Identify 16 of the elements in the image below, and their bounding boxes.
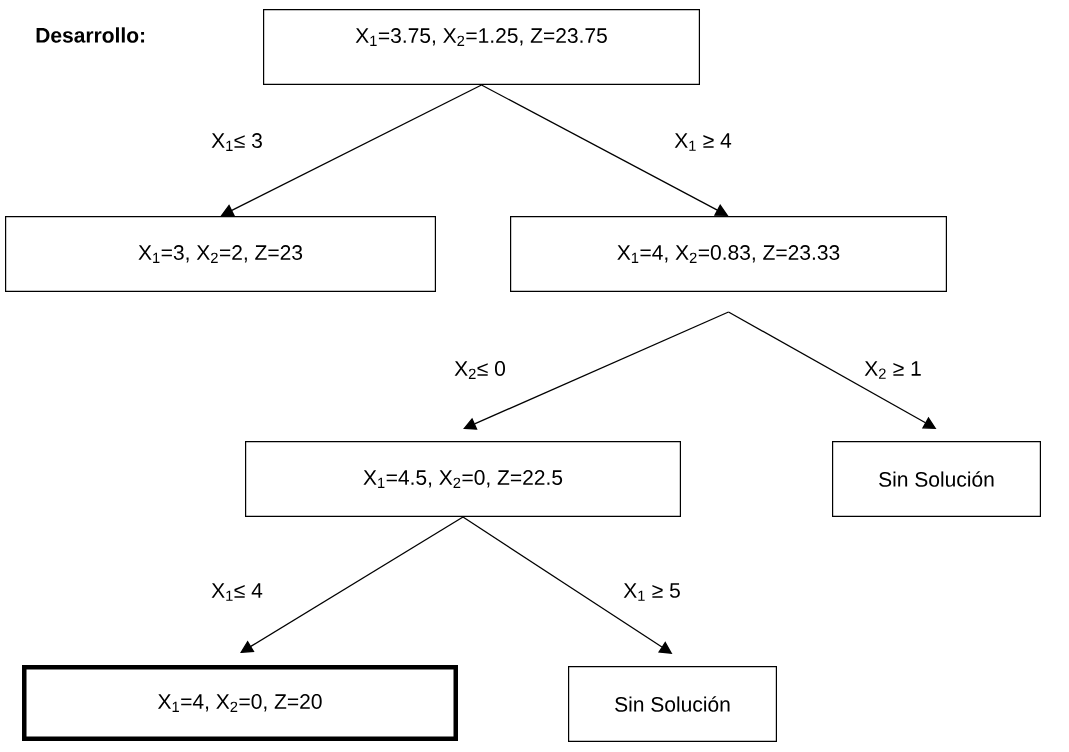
edge-label: X$_{2}$ ≥ 1	[862, 359, 924, 381]
result-box: X$_{1}$=4, X$_{2}$=0, Z=20	[22, 665, 458, 741]
result-box: X$_{1}$=3.75, X$_{2}$=1.25, Z=23.75	[263, 9, 700, 85]
result-box: X$_{1}$=3, X$_{2}$=2, Z=23	[5, 216, 436, 292]
edge-label: X$_{1}$ ≥ 5	[621, 581, 683, 603]
edge-label: X$_{1}$≤ 4	[209, 581, 265, 603]
arrow	[240, 516, 464, 653]
result-box: Sin Solución	[568, 666, 777, 742]
edge-label: X$_{1}$≤ 3	[209, 131, 265, 153]
edge-label: X$_{2}$≤ 0	[452, 359, 508, 381]
edge-label: X$_{1}$ ≥ 4	[672, 131, 734, 153]
result-box: Sin Solución	[832, 441, 1041, 517]
heading: Desarrollo:	[36, 27, 145, 43]
result-box: X$_{1}$=4, X$_{2}$=0.83, Z=23.33	[510, 216, 947, 292]
arrow	[463, 311, 730, 430]
result-box: X$_{1}$=4.5, X$_{2}$=0, Z=22.5	[245, 441, 681, 517]
